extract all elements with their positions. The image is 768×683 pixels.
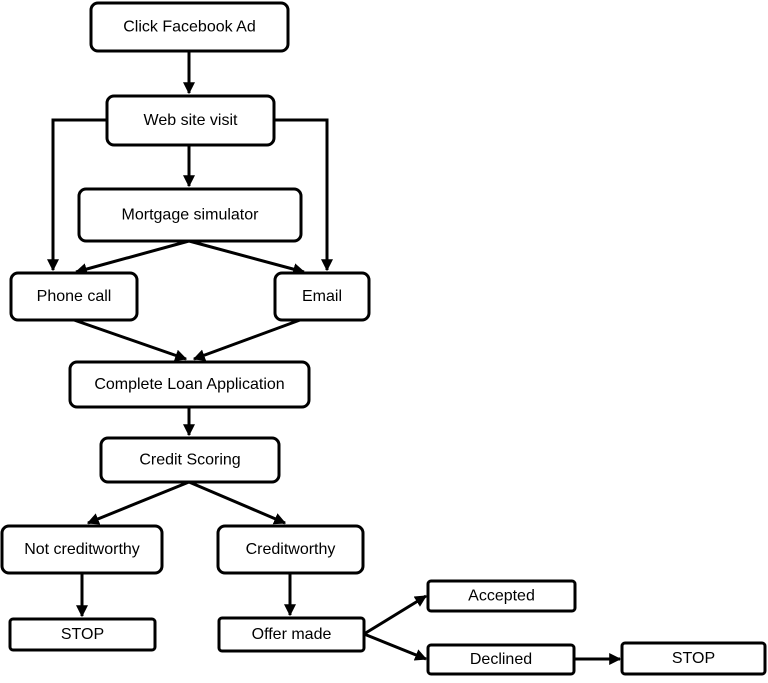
node-web-site-visit: Web site visit — [105, 94, 276, 147]
node-label: Offer made — [252, 626, 332, 643]
edge-offer-made-to-accepted — [363, 594, 428, 636]
node-label: Mortgage simulator — [122, 207, 260, 224]
node-email: Email — [273, 271, 371, 322]
node-label: Accepted — [468, 588, 535, 605]
node-box — [217, 616, 366, 653]
edge-web-visit-to-email — [274, 118, 333, 272]
node-mortgage-simulator: Mortgage simulator — [77, 187, 303, 243]
node-label: Declined — [470, 651, 532, 668]
node-box — [426, 579, 577, 613]
node-label: Creditworthy — [246, 541, 336, 558]
node-box — [216, 524, 365, 575]
node-box — [9, 271, 139, 322]
edges-layer — [47, 51, 622, 665]
node-credit-scoring: Credit Scoring — [99, 436, 281, 484]
node-label: Click Facebook Ad — [123, 19, 256, 36]
node-stop-right: STOP — [620, 641, 767, 676]
node-offer-made: Offer made — [217, 616, 366, 653]
node-label: Credit Scoring — [139, 452, 240, 469]
edge-email-to-loan-application — [192, 318, 301, 361]
node-click-facebook-ad: Click Facebook Ad — [89, 1, 290, 53]
node-label: Complete Loan Application — [94, 376, 284, 393]
edge-offer-made-to-declined — [363, 632, 428, 661]
node-box — [8, 617, 157, 652]
node-box — [68, 360, 311, 409]
node-box — [273, 271, 371, 322]
node-box — [105, 94, 276, 147]
node-label: STOP — [61, 626, 104, 643]
edge-mortgage-simulator-to-email — [188, 239, 306, 275]
node-stop-left: STOP — [8, 617, 157, 652]
edge-credit-scoring-to-creditworthy — [188, 480, 287, 525]
edge-credit-scoring-to-not-creditworthy — [86, 480, 190, 525]
node-box — [77, 187, 303, 243]
node-box — [89, 1, 290, 53]
node-label: STOP — [672, 650, 715, 667]
node-creditworthy: Creditworthy — [216, 524, 365, 575]
node-box — [426, 643, 576, 676]
node-complete-loan-application: Complete Loan Application — [68, 360, 311, 409]
edge-phone-call-to-loan-application — [73, 318, 188, 362]
edge-mortgage-simulator-to-phone-call — [74, 239, 190, 275]
node-not-creditworthy: Not creditworthy — [0, 524, 164, 575]
node-label: Phone call — [37, 288, 112, 305]
node-label: Web site visit — [144, 112, 239, 129]
node-declined: Declined — [426, 643, 576, 676]
edge-web-visit-to-phone-call — [47, 118, 107, 272]
node-phone-call: Phone call — [9, 271, 139, 322]
node-label: Email — [302, 288, 342, 305]
node-box — [0, 524, 164, 575]
node-label: Not creditworthy — [24, 541, 140, 558]
node-accepted: Accepted — [426, 579, 577, 613]
node-box — [99, 436, 281, 484]
node-box — [620, 641, 767, 676]
